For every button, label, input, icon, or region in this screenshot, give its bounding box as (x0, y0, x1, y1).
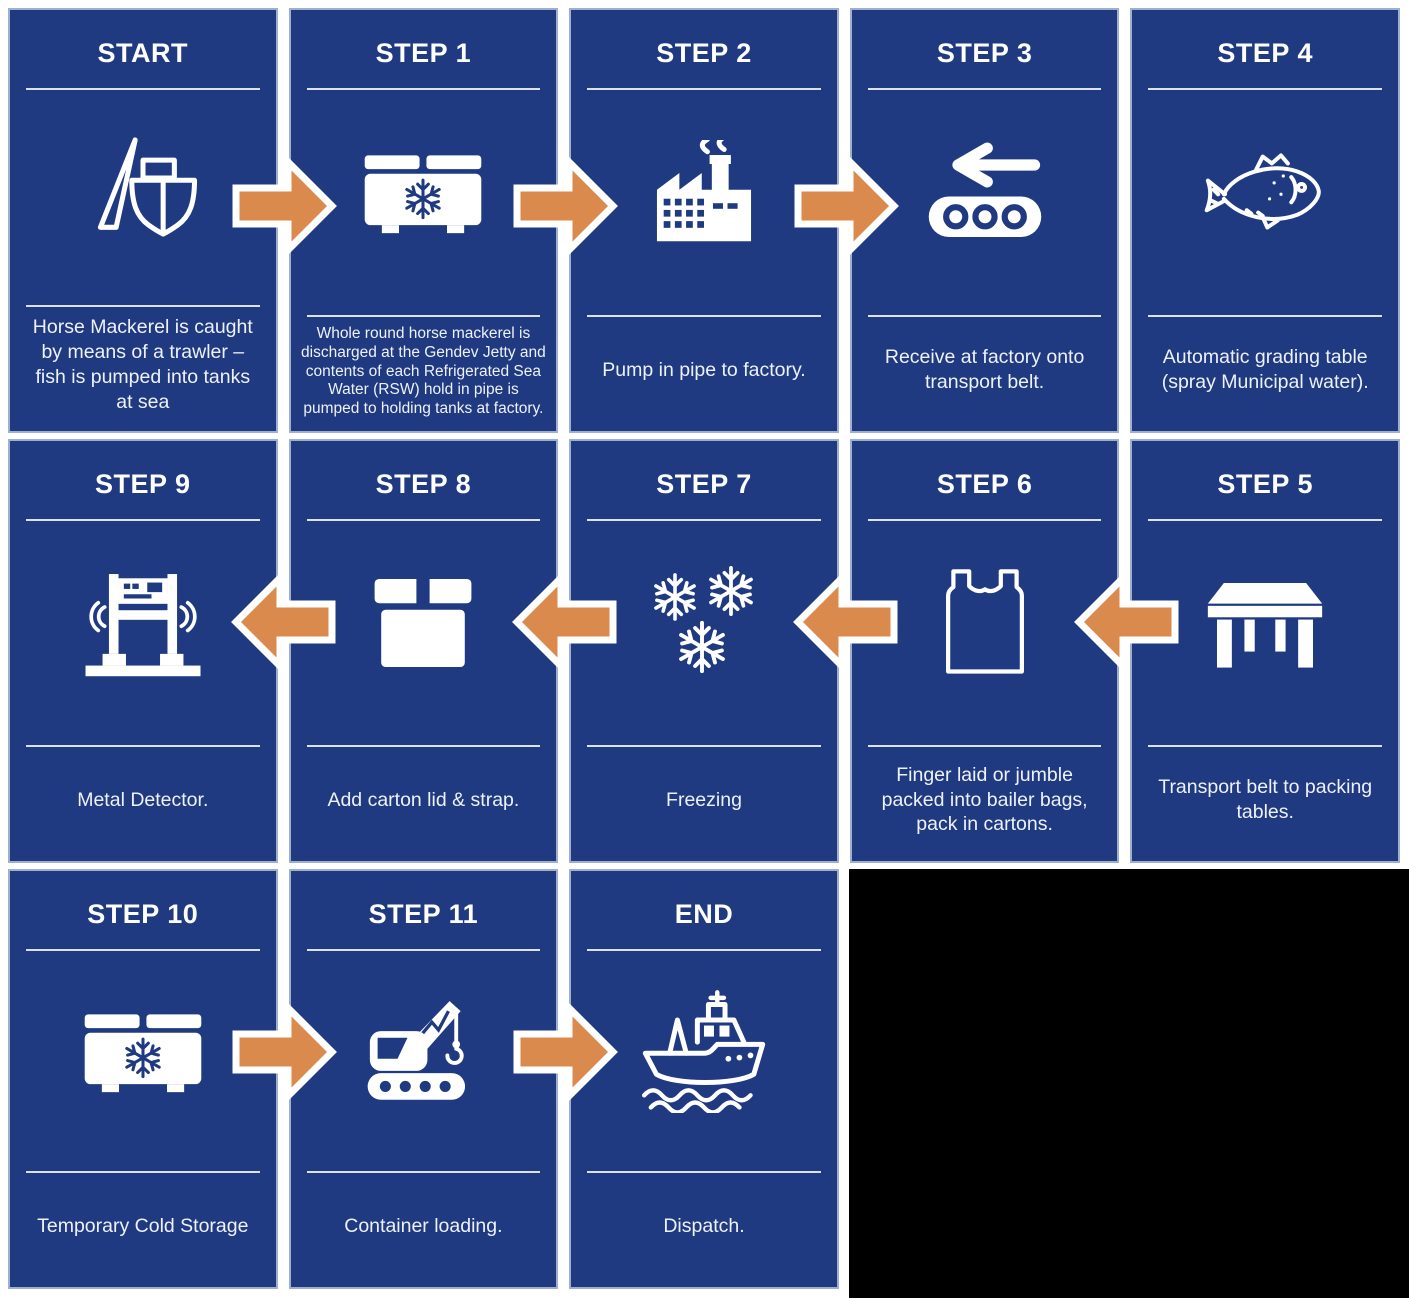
card-title: STEP 3 (936, 38, 1033, 68)
divider (587, 88, 821, 90)
card-description: Whole round horse mackerel is discharged… (301, 324, 546, 418)
fish-icon (1132, 90, 1398, 294)
divider (1148, 519, 1383, 521)
divider (587, 519, 821, 521)
card-description: Receive at factory onto transport belt. (884, 346, 1085, 393)
packing-table-icon (1132, 521, 1398, 724)
flow-arrow-right-icon (231, 150, 337, 262)
trawler-icon (10, 90, 276, 284)
divider (587, 745, 821, 747)
card-description: Transport belt to packing tables. (1158, 776, 1373, 823)
conveyor-belt-icon (852, 90, 1118, 294)
card-description: Freezing (666, 788, 742, 811)
card-title: STEP 11 (368, 899, 479, 929)
divider (587, 1171, 821, 1173)
card-description: Metal Detector. (77, 788, 209, 811)
divider (306, 519, 541, 521)
metal-detector-icon (10, 521, 276, 724)
divider (25, 519, 260, 521)
divider (1148, 315, 1383, 317)
divider (1148, 745, 1383, 747)
card-description: Pump in pipe to factory. (602, 358, 806, 381)
card-title: START (97, 38, 189, 68)
divider (587, 315, 821, 317)
card-description: Container loading. (344, 1214, 503, 1237)
ship-icon (571, 951, 837, 1150)
card-title: STEP 4 (1217, 38, 1313, 68)
divider (306, 315, 541, 317)
divider (306, 949, 541, 951)
bailer-bag-icon (852, 521, 1118, 724)
divider (25, 88, 260, 90)
flow-arrow-right-icon (231, 996, 337, 1108)
divider (25, 949, 260, 951)
card-step-4: STEP 4 Automatic grading (1130, 8, 1400, 433)
divider (306, 1171, 541, 1173)
card-description: Automatic grading table (spray Municipal… (1161, 346, 1369, 393)
card-description: Temporary Cold Storage (37, 1214, 249, 1237)
card-step-6: STEP 6 Finger laid or jumble packed into… (849, 439, 1120, 863)
card-step-3: STEP 3 Receive at factory onto transport… (849, 8, 1120, 433)
card-title: STEP 6 (936, 469, 1033, 499)
divider (25, 305, 260, 308)
carton-box-icon (291, 521, 557, 724)
divider (25, 1171, 260, 1173)
card-description: Add carton lid & strap. (327, 788, 520, 811)
card-description: Dispatch. (663, 1214, 745, 1237)
card-step-1: STEP 1 Whole round horse mackerel is dis… (288, 8, 559, 433)
black-filler-region (849, 869, 1409, 1298)
divider (1148, 88, 1383, 90)
flow-arrow-left-icon (1074, 566, 1180, 678)
factory-icon (571, 90, 837, 294)
card-title: STEP 9 (95, 469, 191, 499)
card-title: END (674, 899, 734, 929)
card-title: STEP 2 (656, 38, 752, 68)
card-title: STEP 5 (1217, 469, 1313, 499)
flow-arrow-right-icon (512, 150, 618, 262)
divider (867, 88, 1102, 90)
card-step-9: STEP 9 (8, 439, 278, 863)
divider (25, 745, 260, 747)
flow-arrow-right-icon (793, 150, 899, 262)
card-title: STEP 10 (87, 899, 199, 929)
card-title: STEP 7 (656, 469, 752, 499)
divider (306, 745, 541, 747)
card-description: Horse Mackerel is caught by means of a t… (32, 316, 253, 414)
card-step-8: STEP 8 Add carton lid & strap. (288, 439, 559, 863)
divider (587, 949, 821, 951)
card-title: STEP 8 (375, 469, 472, 499)
card-step-10: STEP 10 Temporary Cold Storage (8, 869, 278, 1289)
flow-arrow-left-icon (231, 566, 337, 678)
card-description: Finger laid or jumble packed into bailer… (881, 763, 1088, 836)
flow-arrow-left-icon (793, 566, 899, 678)
divider (867, 519, 1102, 521)
divider (867, 745, 1102, 747)
flow-arrow-right-icon (512, 996, 618, 1108)
card-step-5: STEP 5 Transport belt to packing tables. (1130, 439, 1400, 863)
crane-icon (291, 951, 557, 1150)
card-title: STEP 1 (375, 38, 472, 68)
flow-arrow-left-icon (512, 566, 618, 678)
divider (867, 315, 1102, 317)
divider (306, 88, 541, 90)
